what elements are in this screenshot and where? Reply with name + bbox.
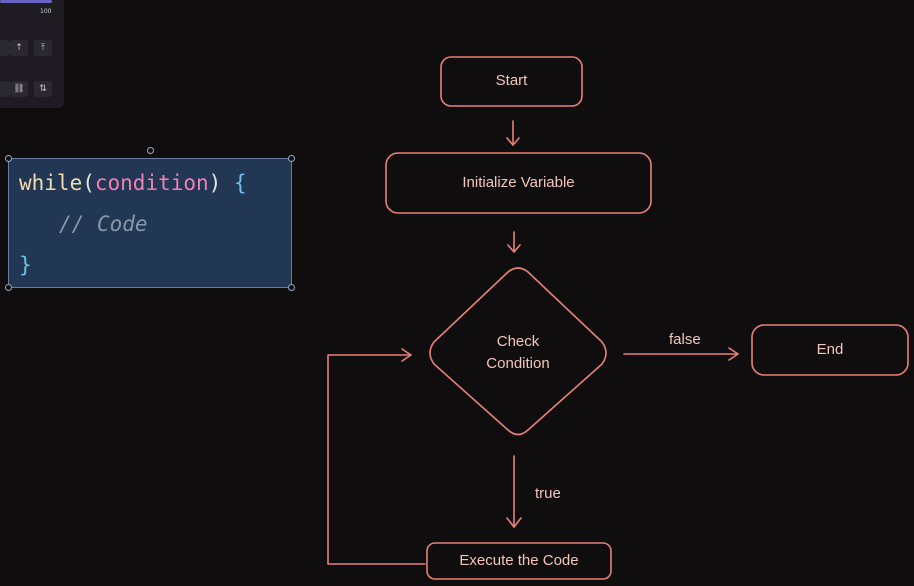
execute-node[interactable] bbox=[426, 542, 612, 580]
execute-label: Execute the Code bbox=[459, 552, 579, 569]
true-label: true bbox=[535, 485, 561, 502]
start-node[interactable] bbox=[440, 56, 583, 107]
arrowhead-init-check bbox=[507, 244, 521, 253]
resize-handle-bl[interactable] bbox=[5, 284, 12, 291]
arrow-up-icon[interactable]: ↑ bbox=[10, 40, 28, 56]
arrow-to-top-icon[interactable]: ⤒ bbox=[34, 40, 52, 56]
arrowhead-loop-back bbox=[401, 348, 412, 362]
code-comment: // Code bbox=[59, 212, 148, 236]
resize-handle-tr[interactable] bbox=[288, 155, 295, 162]
duplicate-button[interactable] bbox=[0, 81, 10, 97]
code-block[interactable]: while(condition) { // Code } bbox=[8, 158, 292, 288]
close-paren: ) bbox=[208, 171, 222, 195]
link-icon[interactable]: ⛓ bbox=[10, 81, 28, 97]
init-node[interactable] bbox=[385, 152, 652, 214]
init-label: Initialize Variable bbox=[462, 174, 575, 191]
false-label: false bbox=[669, 331, 701, 348]
arrowhead-start-init bbox=[506, 137, 520, 146]
resize-handle-br[interactable] bbox=[288, 284, 295, 291]
opacity-value: 100 bbox=[40, 8, 52, 15]
arrowhead-false bbox=[728, 347, 739, 361]
check-label-line2: Condition bbox=[486, 355, 550, 372]
send-backward-button[interactable] bbox=[0, 40, 10, 56]
rotate-handle[interactable] bbox=[147, 147, 154, 154]
swap-icon[interactable]: ⇅ bbox=[34, 81, 52, 97]
condition-text: condition bbox=[94, 171, 209, 195]
keyword-while: while bbox=[19, 171, 83, 195]
open-paren: ( bbox=[82, 171, 95, 195]
end-node[interactable] bbox=[751, 324, 909, 376]
end-label: End bbox=[816, 341, 844, 358]
arrowhead-true bbox=[506, 517, 522, 528]
style-panel: 100 ↑ ⤒ ⛓ ⇅ bbox=[0, 0, 64, 108]
arrow-loop-back bbox=[327, 354, 426, 565]
check-label-line1: Check bbox=[496, 333, 540, 350]
code-line-1: while(condition) { bbox=[19, 171, 247, 195]
start-label: Start bbox=[495, 72, 528, 89]
check-condition-node[interactable] bbox=[429, 267, 607, 436]
open-brace: { bbox=[233, 171, 247, 195]
opacity-slider[interactable] bbox=[0, 0, 52, 3]
resize-handle-tl[interactable] bbox=[5, 155, 12, 162]
close-brace: } bbox=[19, 253, 32, 277]
